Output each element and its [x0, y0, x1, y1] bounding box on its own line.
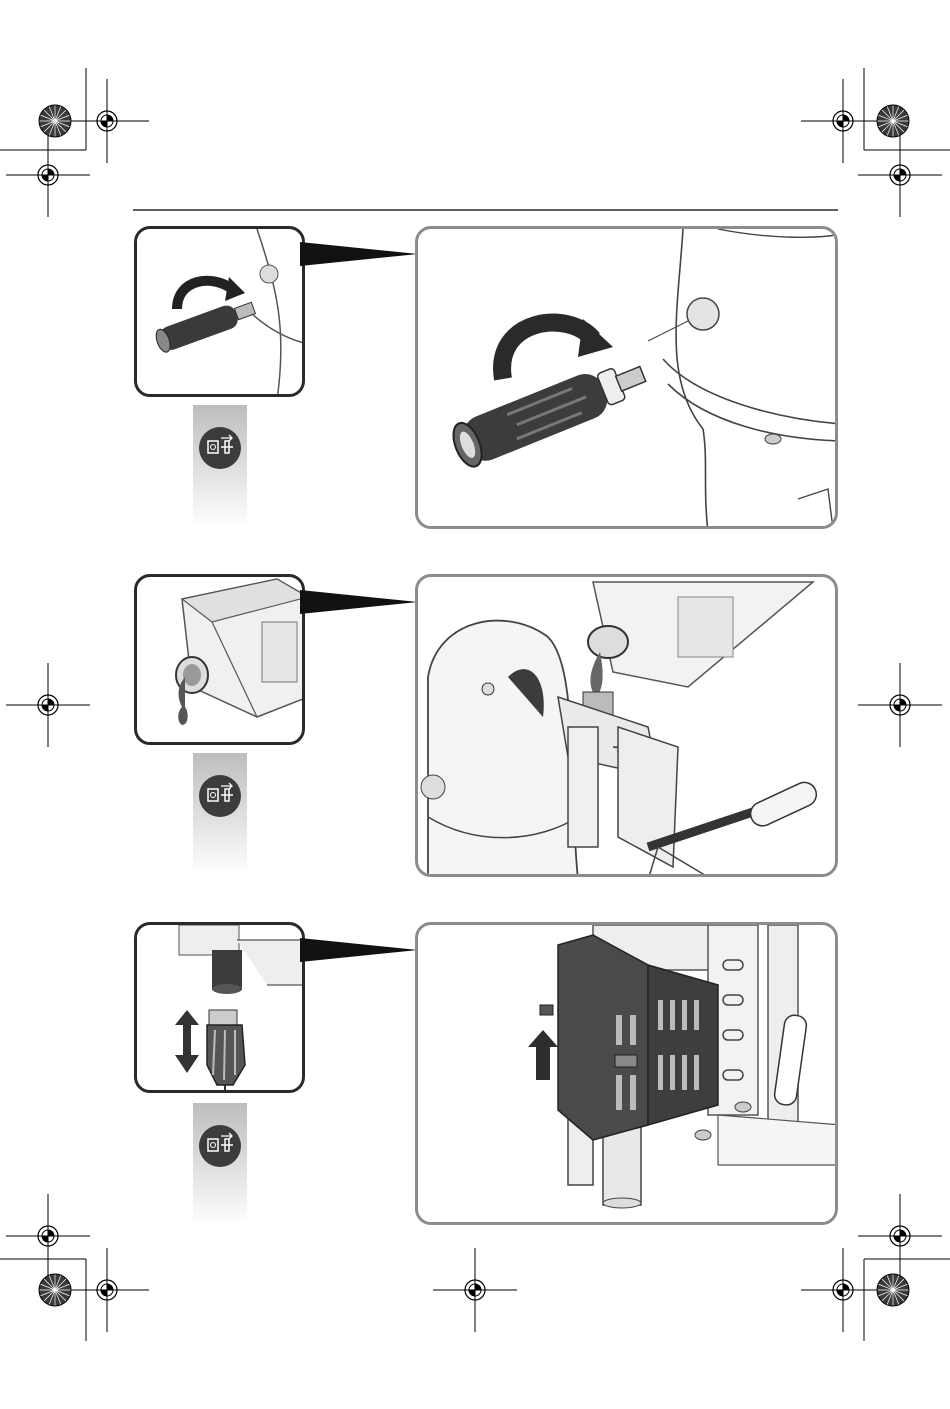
- figure-3-step-strip: [193, 1103, 247, 1226]
- coolant-bottle-icon: [137, 577, 305, 745]
- figure-3-thumbnail: [134, 922, 305, 1093]
- figure-1-zoom-connector: [300, 240, 418, 280]
- figure-2-zoom-connector: [300, 588, 418, 628]
- unplug-icon: [199, 775, 241, 817]
- unplug-icon: [199, 1125, 241, 1167]
- unplug-icon: [199, 427, 241, 469]
- figure-2-detail-panel: [415, 574, 838, 877]
- coolant-filling-icon: [418, 577, 838, 877]
- chip-guard-icon: [418, 925, 838, 1225]
- figure-2-thumbnail: [134, 574, 305, 745]
- figure-1-detail-panel: [415, 226, 838, 529]
- handle-mounting-icon: [418, 229, 838, 529]
- figure-3-detail-panel: [415, 922, 838, 1225]
- figure-2-step-strip: [193, 753, 247, 876]
- cutter-insertion-icon: [137, 925, 305, 1093]
- figure-1-step-strip: [193, 405, 247, 528]
- figure-1-thumbnail: [134, 226, 305, 397]
- figure-3-zoom-connector: [300, 936, 418, 976]
- rotate-handle-icon: [137, 229, 305, 397]
